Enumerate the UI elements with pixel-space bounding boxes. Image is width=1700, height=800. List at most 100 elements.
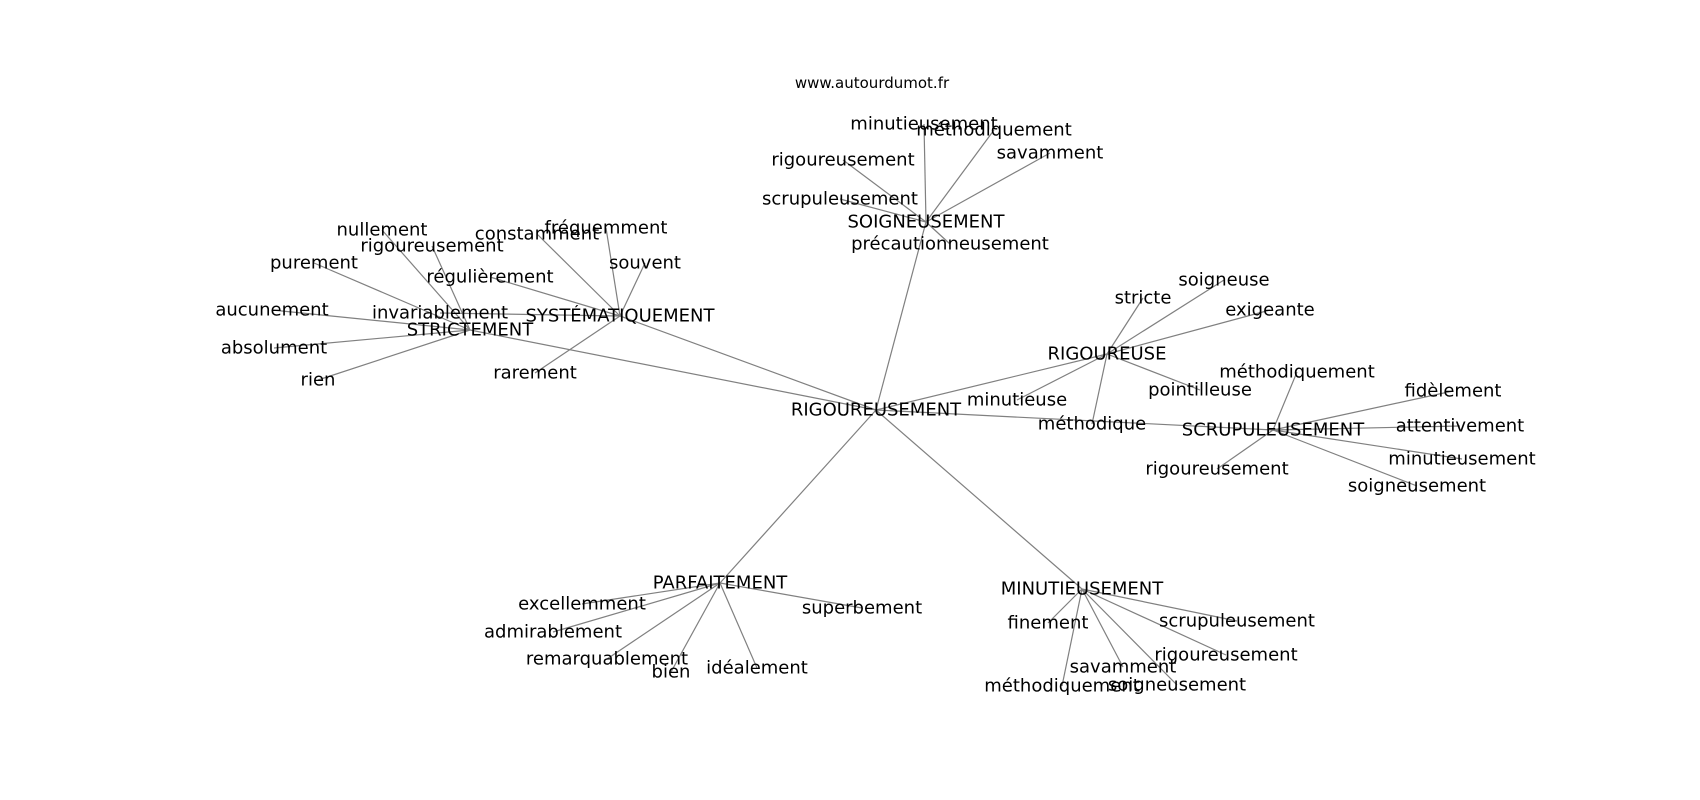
word-node[interactable]: rien — [301, 370, 336, 391]
edge-hub-word — [606, 582, 721, 660]
edge-hub-word — [619, 262, 646, 317]
word-node[interactable]: méthodiquement — [1219, 362, 1375, 383]
edge-hub-word — [1081, 588, 1178, 686]
word-node[interactable]: minutieusement — [1388, 449, 1535, 470]
edge-hub-word — [536, 233, 621, 317]
edge-hub-word — [925, 129, 995, 223]
edge-hub-word — [1272, 429, 1418, 487]
word-node[interactable]: soigneusement — [1108, 675, 1246, 696]
word-node[interactable]: précautionneusement — [851, 234, 1049, 255]
word-node[interactable]: admirablement — [484, 622, 622, 643]
source-url: www.autourdumot.fr — [795, 74, 950, 92]
word-node[interactable]: stricte — [1115, 288, 1172, 309]
edge-hub-word — [1272, 429, 1463, 460]
edge-hub-word — [552, 582, 721, 633]
word-node[interactable]: rarement — [493, 363, 577, 384]
word-node[interactable]: idéalement — [706, 658, 808, 679]
hub-node[interactable]: SYSTÉMATIQUEMENT — [525, 305, 715, 327]
hub-node[interactable]: SCRUPULEUSEMENT — [1182, 420, 1365, 441]
edge-center-hub — [719, 409, 877, 584]
word-node[interactable]: soigneusement — [1348, 476, 1486, 497]
edge-hub-word — [1091, 353, 1108, 425]
word-node[interactable]: pointilleuse — [1148, 380, 1252, 401]
word-node[interactable]: rigoureusement — [1145, 459, 1288, 480]
edge-hub-word — [1106, 297, 1144, 355]
word-node[interactable]: bien — [652, 662, 691, 683]
edge-hub-word — [1272, 425, 1461, 431]
word-node[interactable]: savamment — [1070, 657, 1177, 678]
edge-hub-word — [670, 582, 721, 673]
word-node[interactable]: invariablement — [372, 303, 508, 324]
word-node[interactable]: scrupuleusement — [762, 189, 918, 210]
word-node[interactable]: purement — [270, 253, 358, 274]
word-node[interactable]: remarquablement — [526, 649, 688, 670]
edge-hub-word — [1106, 309, 1271, 355]
word-node[interactable]: absolument — [221, 338, 327, 359]
word-node[interactable]: aucunement — [215, 300, 328, 321]
edge-hub-word — [925, 221, 951, 245]
word-node[interactable]: minutieuse — [967, 390, 1067, 411]
word-node[interactable]: attentivement — [1396, 416, 1525, 437]
edge-hub-word — [381, 229, 471, 331]
edge-hub-word — [439, 312, 621, 317]
edge-center-hub — [875, 353, 1108, 411]
edge-center-hub — [875, 409, 1083, 590]
edge-hub-word — [1081, 588, 1124, 668]
edge-hub-word — [1272, 371, 1298, 431]
hub-node[interactable]: MINUTIEUSEMENT — [1001, 579, 1164, 600]
edge-hub-word — [273, 329, 471, 349]
edge-hub-word — [839, 198, 927, 223]
edge-hub-word — [719, 582, 863, 609]
hub-node[interactable]: RIGOUREUSE — [1048, 344, 1167, 365]
edge-hub-word — [1106, 279, 1225, 355]
edge-hub-word — [605, 227, 621, 317]
word-node[interactable]: scrupuleusement — [1159, 611, 1315, 632]
word-node[interactable]: méthodique — [1038, 414, 1146, 435]
edge-hub-word — [719, 582, 758, 669]
edge-hub-word — [923, 123, 927, 223]
hub-node[interactable]: PARFAITEMENT — [653, 573, 789, 594]
word-node[interactable]: souvent — [609, 253, 681, 274]
edge-hub-word — [317, 329, 471, 381]
edge-hub-word — [1216, 429, 1274, 470]
edge-hub-word — [313, 262, 471, 331]
edge-center-hub — [875, 221, 927, 411]
word-node[interactable]: finement — [1008, 613, 1089, 634]
edge-hub-word — [925, 152, 1051, 223]
word-node[interactable]: rigoureusement — [360, 236, 503, 257]
edge-center-hub — [469, 329, 877, 411]
center-node[interactable]: RIGOUREUSEMENT — [791, 400, 962, 421]
edge-hub-word — [1016, 353, 1108, 401]
hub-node[interactable]: STRICTEMENT — [407, 320, 535, 341]
word-node[interactable]: rigoureusement — [1154, 645, 1297, 666]
edge-center-hub — [875, 409, 1274, 431]
word-node[interactable]: fidèlement — [1405, 381, 1502, 402]
word-node[interactable]: excellemment — [518, 594, 646, 615]
word-node[interactable]: méthodiquement — [984, 676, 1140, 697]
word-node[interactable]: constamment — [475, 224, 599, 245]
word-node[interactable]: régulièrement — [426, 267, 553, 288]
word-node[interactable]: rigoureusement — [771, 150, 914, 171]
word-node[interactable]: méthodiquement — [916, 120, 1072, 141]
word-node[interactable]: nullement — [337, 220, 428, 241]
word-node[interactable]: savamment — [997, 143, 1104, 164]
word-node[interactable]: superbement — [802, 598, 922, 619]
edge-hub-word — [1272, 390, 1454, 431]
word-node[interactable]: minutieusement — [850, 114, 997, 135]
edge-hub-word — [534, 315, 621, 374]
edge-hub-word — [431, 245, 471, 331]
edge-hub-word — [581, 582, 721, 605]
edge-hub-word — [1106, 353, 1201, 391]
edge-hub-word — [489, 276, 621, 317]
hub-node[interactable]: SOIGNEUSEMENT — [847, 212, 1005, 233]
edge-hub-word — [1081, 588, 1238, 622]
graph-edges — [271, 123, 1463, 687]
edge-hub-word — [271, 309, 471, 331]
word-node[interactable]: exigeante — [1225, 300, 1314, 321]
word-node[interactable]: soigneuse — [1178, 270, 1269, 291]
word-node[interactable]: fréquemment — [545, 218, 668, 239]
edge-hub-word — [1047, 588, 1083, 624]
edge-hub-word — [842, 159, 927, 223]
edge-hub-word — [1061, 588, 1083, 687]
